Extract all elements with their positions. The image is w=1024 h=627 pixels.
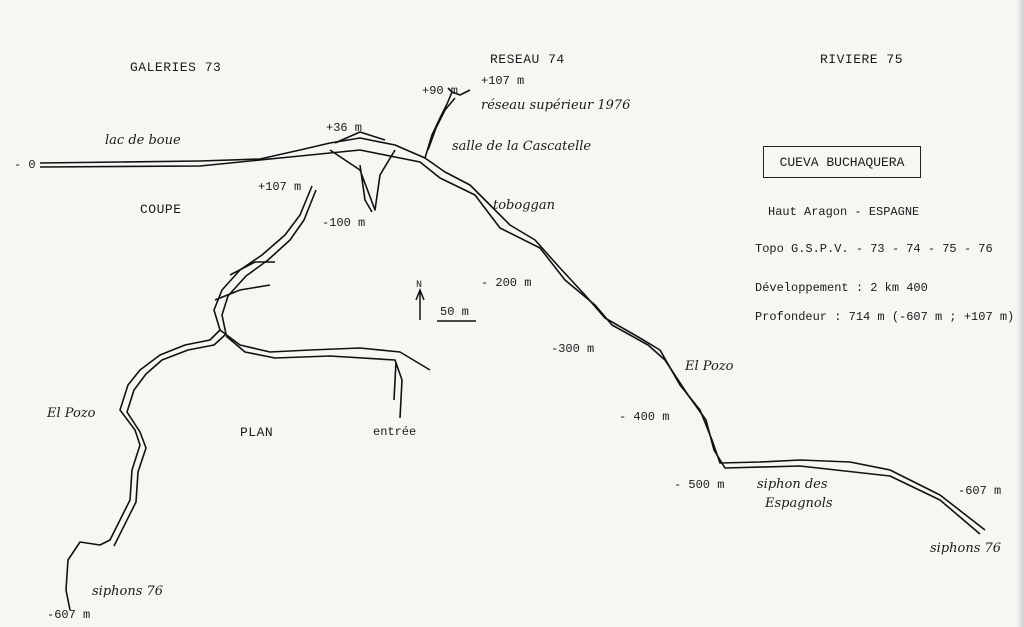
label-zero: - 0 [14, 158, 36, 172]
plan-upper-loop [214, 261, 275, 301]
plan-entrance-branch [219, 329, 431, 419]
topo-credits: Topo G.S.P.V. - 73 - 74 - 75 - 76 [755, 242, 993, 256]
label-minus-100: -100 m [322, 216, 366, 230]
label-plus-107: +107 m [481, 74, 525, 88]
label-minus-300: -300 m [551, 342, 595, 356]
label-minus-400: - 400 m [619, 410, 670, 424]
label-toboggan: toboggan [493, 198, 555, 213]
label-siphons-76-plan: siphons 76 [92, 584, 164, 599]
north-label: N [416, 280, 423, 291]
scan-edge [1016, 0, 1024, 627]
label-espagnols: Espagnols [765, 496, 833, 511]
scale-label: 50 m [440, 305, 469, 319]
section-reseau-74: RESEAU 74 [490, 52, 565, 67]
label-plus-107-plan: +107 m [258, 180, 302, 194]
view-plan: PLAN [240, 425, 274, 440]
label-entree: entrée [373, 425, 417, 439]
label-minus-200: - 200 m [481, 276, 532, 290]
region: Haut Aragon - ESPAGNE [768, 205, 920, 219]
label-siphons-76-coupe: siphons 76 [930, 541, 1002, 556]
label-minus-607-coupe: -607 m [958, 484, 1002, 498]
plan-gallery-wall [113, 189, 317, 547]
section-riviere-75: RIVIERE 75 [820, 52, 904, 67]
title-box: CUEVA BUCHAQUERA [763, 146, 921, 178]
coupe-main-gallery-wall [39, 149, 981, 535]
north-arrow-icon [415, 287, 425, 320]
view-coupe: COUPE [140, 202, 182, 217]
label-plus-90: +90 m [422, 84, 459, 98]
label-el-pozo-plan: El Pozo [47, 406, 96, 421]
reseau-superieur-branch [424, 87, 471, 159]
label-el-pozo-coupe: El Pozo [685, 359, 734, 374]
depth: Profondeur : 714 m (-607 m ; +107 m) [755, 310, 1015, 324]
coupe-main-gallery [39, 137, 986, 531]
development: Développement : 2 km 400 [755, 281, 928, 295]
label-minus-607-plan: -607 m [47, 608, 91, 622]
label-reseau-superieur: réseau supérieur 1976 [481, 98, 631, 113]
label-minus-500: - 500 m [674, 478, 725, 492]
label-siphon-des: siphon des [757, 477, 828, 492]
plan-gallery [65, 185, 313, 611]
section-galeries-73: GALERIES 73 [130, 60, 222, 75]
label-salle-cascatelle: salle de la Cascatelle [452, 139, 592, 154]
label-plus-36: +36 m [326, 121, 363, 135]
coupe-side-branches [329, 131, 396, 213]
label-lac-de-boue: lac de boue [105, 133, 181, 148]
cave-title: CUEVA BUCHAQUERA [779, 154, 905, 170]
